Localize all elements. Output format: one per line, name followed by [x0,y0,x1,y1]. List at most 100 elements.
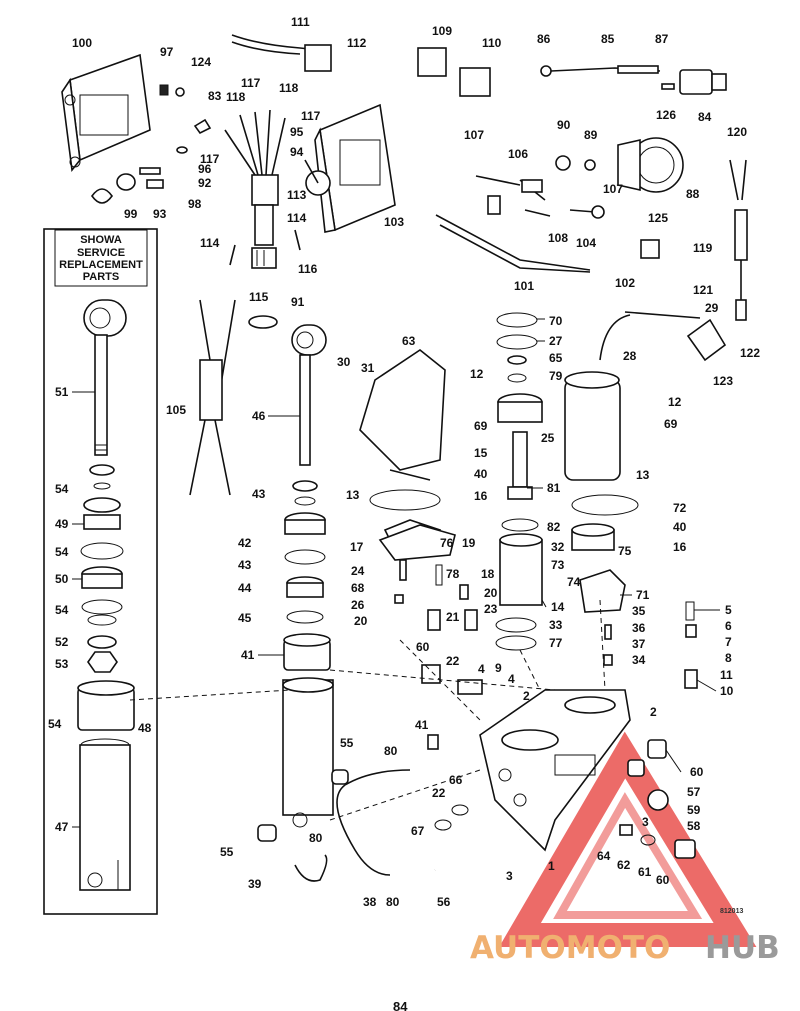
callout-7: 7 [725,635,732,649]
drawing-code: 812013 [720,908,743,915]
callout-4b: 4 [508,672,515,686]
hoses [257,734,696,882]
callout-10: 10 [720,684,734,698]
callout-111: 111 [291,15,310,29]
callout-63: 63 [402,334,416,348]
callout-19: 19 [462,536,476,550]
callout-32: 32 [551,540,565,554]
callout-96: 96 [198,162,212,176]
electric-motor [564,314,639,551]
callout-54c: 54 [55,603,69,617]
callout-50: 50 [55,572,69,586]
callout-17: 17 [350,540,364,554]
callout-47: 47 [55,820,69,834]
callout-9: 9 [495,661,502,675]
callout-99: 99 [124,207,138,221]
callout-34: 34 [632,653,646,667]
wire-harness [224,109,301,269]
callout-80c: 80 [386,895,400,909]
watermark-text-a: AUTOMOTO [470,930,670,966]
relay-box [304,103,396,233]
callout-117c: 117 [200,152,220,166]
showa-service-box: SHOWA SERVICE REPLACEMENT PARTS [43,228,158,915]
callout-2b: 2 [650,705,657,719]
callout-13: 13 [346,488,360,502]
callout-67: 67 [411,824,425,838]
callout-16: 16 [474,489,488,503]
callout-41: 41 [241,648,255,662]
callout-36: 36 [632,621,646,635]
battery-harness [189,299,278,496]
callout-112: 112 [347,36,367,50]
relays [417,47,491,97]
callout-35: 35 [632,604,646,618]
callout-21: 21 [446,610,460,624]
watermark-text: AUTOMOTO HUB [470,930,780,966]
callout-15: 15 [474,446,488,460]
callout-56: 56 [437,895,451,909]
callout-22: 22 [446,654,460,668]
callout-97: 97 [160,45,174,59]
callout-122: 122 [740,346,760,360]
callout-94: 94 [290,145,304,159]
callout-106: 106 [508,147,528,161]
callout-69: 69 [474,419,488,433]
callout-55b: 55 [220,845,234,859]
callout-14: 14 [551,600,565,614]
callout-84: 84 [698,110,712,124]
callout-83: 83 [208,89,222,103]
callout-126: 126 [656,108,676,122]
callout-12b: 12 [668,395,682,409]
callout-43: 43 [252,487,266,501]
callout-55: 55 [340,736,354,750]
callout-87: 87 [655,32,669,46]
callout-107b: 107 [603,182,623,196]
callout-115: 115 [249,290,269,304]
callout-38: 38 [363,895,377,909]
callout-30: 30 [337,355,351,369]
callout-28: 28 [623,349,637,363]
callout-11: 11 [720,668,733,682]
callout-27: 27 [549,334,563,348]
callout-124: 124 [191,55,211,69]
leader-dashes [129,599,606,821]
callout-16b: 16 [673,540,687,554]
callout-20: 20 [354,614,368,628]
callout-24: 24 [351,564,365,578]
control-module [61,53,212,204]
callout-80: 80 [384,744,398,758]
callout-65: 65 [549,351,563,365]
callout-54b: 54 [55,545,69,559]
watermark-text-b: HUB [705,930,780,966]
right-stack [579,569,698,689]
leader-lines [72,318,720,828]
callout-59: 59 [687,803,701,817]
callout-118b: 118 [279,81,299,95]
callout-71: 71 [636,588,650,602]
callout-29: 29 [705,301,719,315]
callout-110: 110 [482,36,502,50]
callout-82: 82 [547,520,561,534]
callout-45: 45 [238,611,252,625]
callout-68: 68 [351,581,365,595]
callout-8: 8 [725,651,732,665]
page-number: 84 [393,999,408,1011]
callout-80b: 80 [309,831,323,845]
callout-105: 105 [166,403,186,417]
callout-43b: 43 [238,558,252,572]
callout-40b: 40 [673,520,687,534]
callout-18: 18 [481,567,495,581]
callout-93: 93 [153,207,167,221]
callout-48: 48 [138,721,152,735]
callout-117: 117 [241,76,261,90]
callout-117b: 117 [301,109,321,123]
callout-85: 85 [601,32,615,46]
callout-6: 6 [725,619,732,633]
service-box-title-line-1: SHOWA [80,234,122,246]
callout-116: 116 [298,262,318,276]
service-box-title-line-2: SERVICE [77,247,125,259]
callout-60b: 60 [656,873,670,887]
callout-86: 86 [537,32,551,46]
callout-58: 58 [687,819,701,833]
